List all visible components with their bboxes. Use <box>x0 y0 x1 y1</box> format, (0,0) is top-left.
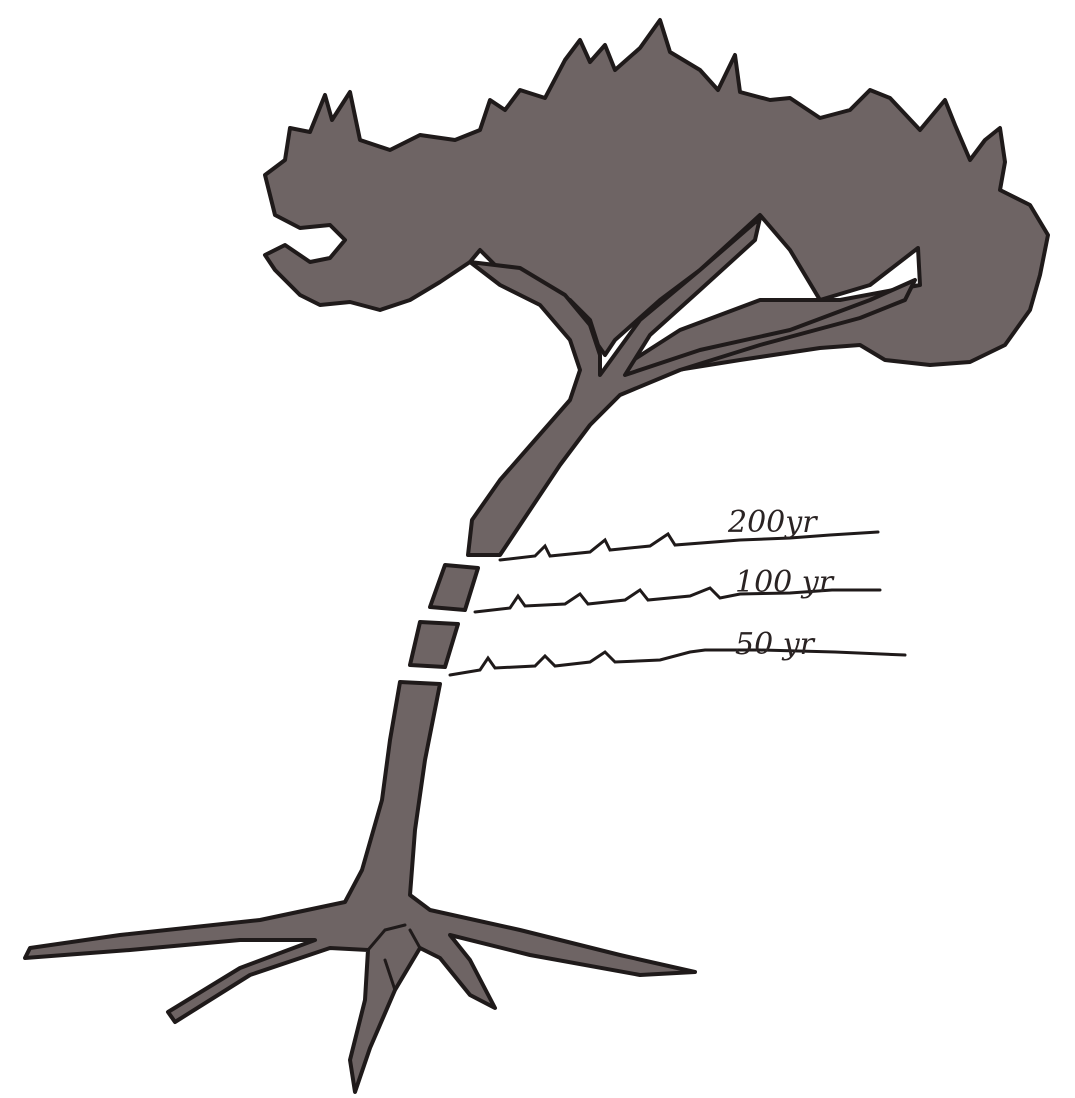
layer-line-top <box>500 532 878 560</box>
layer-line-bottom <box>450 650 905 675</box>
layer-label-bottom: 50 yr <box>735 627 816 662</box>
trunk-segment-middle <box>410 622 458 667</box>
layer-label-middle: 100 yr <box>735 565 835 600</box>
trunk-segment-top <box>430 565 478 610</box>
layer-label-top: 200yr <box>727 505 818 540</box>
tree-trunk-roots <box>25 682 695 1092</box>
